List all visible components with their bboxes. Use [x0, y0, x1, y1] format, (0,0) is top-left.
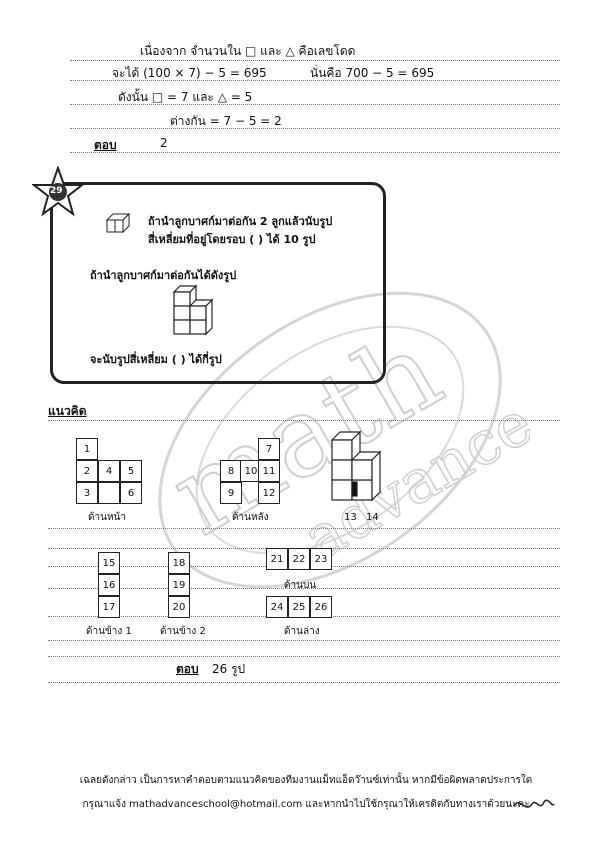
back-caption: ด้านหลัง [232, 512, 269, 523]
back-cell: 10 [240, 460, 262, 482]
left-side-caption: ด้านข้าง 2 [160, 626, 206, 637]
back-cell: 7 [258, 438, 280, 460]
back-cell: 8 [220, 460, 242, 482]
problem-box [50, 182, 386, 384]
top-caption: ด้านบน [284, 580, 317, 591]
front-cell [98, 482, 120, 504]
front-cell: 5 [120, 460, 142, 482]
top-cell: 22 [288, 548, 310, 570]
bottom-caption: ด้านล่าง [284, 626, 320, 637]
cube-figure [172, 284, 214, 336]
solution-line-3: ดังนั้น □ = 7 และ △ = 5 [118, 90, 253, 104]
signature-icon [513, 799, 555, 808]
front-cell: 4 [98, 460, 120, 482]
left-side-cell: 18 [168, 552, 190, 574]
side-label-13: 13 [344, 512, 357, 523]
right-side-cell: 16 [98, 574, 120, 596]
cube-figure-3d [330, 430, 382, 502]
solution-line-4: ต่างกัน = 7 − 5 = 2 [170, 114, 282, 128]
solution-line-2b: นั่นคือ 700 − 5 = 695 [310, 66, 435, 80]
solution-line-1: เนื่องจาก จำนวนใน □ และ △ คือเลขโดด [140, 44, 356, 58]
problem-number: 29 [50, 186, 63, 196]
front-caption: ด้านหน้า [88, 512, 126, 523]
back-cell: 11 [258, 460, 280, 482]
footer-line-2: กรุณาแจ้ง mathadvanceschool@hotmail.com … [82, 799, 530, 810]
left-side-cell: 20 [168, 596, 190, 618]
answer-value-2: 26 รูป [212, 662, 246, 676]
answer-label-2: ตอบ [176, 662, 199, 676]
right-side-cell: 15 [98, 552, 120, 574]
math-advance-watermark: math advance [149, 291, 530, 589]
method-heading: แนวคิด [48, 404, 87, 418]
footer-line-1: เฉลยดังกล่าว เป็นการหาคำตอบตามแนวคิดของท… [79, 775, 533, 786]
problem-text-1: ถ้านำลูกบาศก์มาต่อกัน 2 ลูกแล้วนับรูป [148, 215, 333, 228]
front-cell: 6 [120, 482, 142, 504]
problem-text-4: จะนับรูปสี่เหลี่ยม ( ) ได้กี่รูป [90, 353, 222, 366]
star-icon [32, 166, 84, 217]
bottom-cell: 26 [310, 596, 332, 618]
problem-text-3: ถ้านำลูกบาศก์มาต่อกันได้ดังรูป [90, 269, 237, 282]
top-cell: 21 [266, 548, 288, 570]
answer-value-1: 2 [160, 136, 168, 150]
front-cell: 1 [76, 438, 98, 460]
answer-label-1: ตอบ [94, 138, 117, 152]
back-cell: 9 [220, 482, 242, 504]
solution-line-2a: จะได้ (100 × 7) − 5 = 695 [112, 66, 267, 80]
side-label-14: 14 [366, 512, 379, 523]
problem-text-2: สี่เหลี่ยมที่อยู่โดยรอบ ( ) ได้ 10 รูป [148, 233, 316, 246]
front-cell: 2 [76, 460, 98, 482]
left-side-cell: 19 [168, 574, 190, 596]
top-cell: 23 [310, 548, 332, 570]
right-side-cell: 17 [98, 596, 120, 618]
bottom-cell: 25 [288, 596, 310, 618]
front-cell: 3 [76, 482, 98, 504]
bottom-cell: 24 [266, 596, 288, 618]
right-side-caption: ด้านข้าง 1 [86, 626, 132, 637]
back-cell: 12 [258, 482, 280, 504]
two-cubes-icon [105, 212, 131, 234]
